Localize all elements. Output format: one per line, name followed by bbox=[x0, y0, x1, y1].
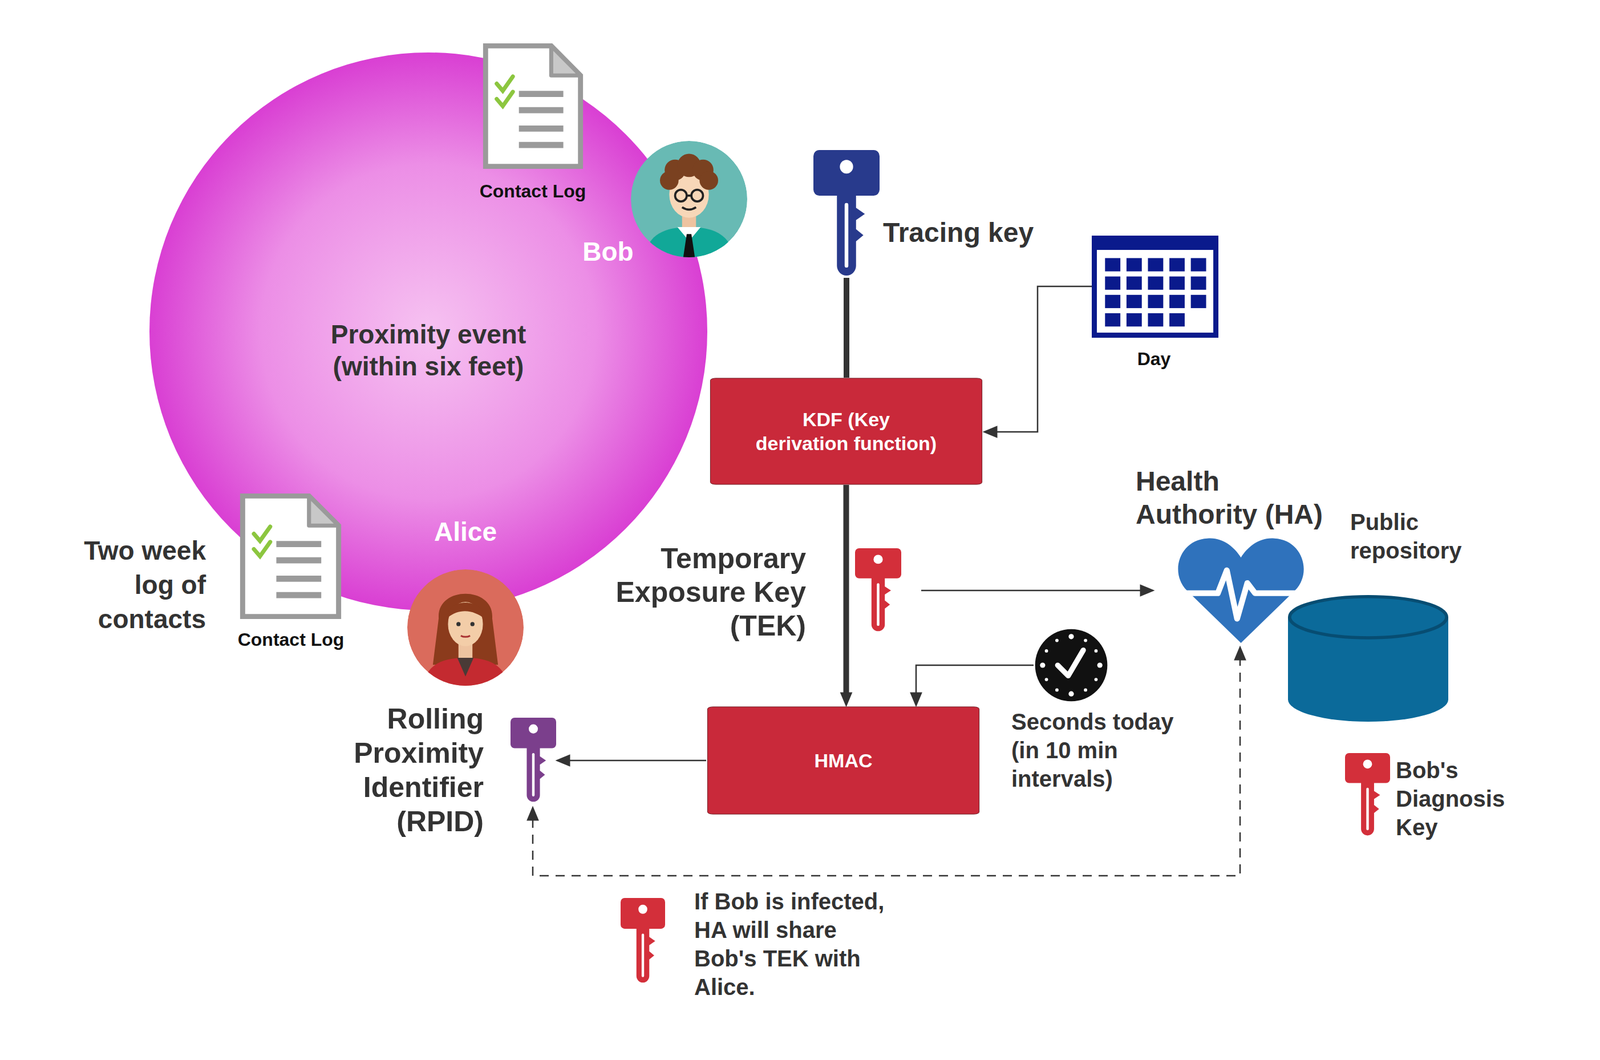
alice-avatar bbox=[407, 569, 524, 686]
note-key: If Bob is infected, HA will share Bob's … bbox=[620, 897, 666, 984]
connector bbox=[843, 277, 850, 378]
connector bbox=[532, 656, 1241, 876]
node-label: Seconds today (in 10 min intervals) bbox=[1011, 707, 1183, 793]
database-cylinder bbox=[1287, 594, 1449, 722]
public-repository: Public repository bbox=[1287, 594, 1449, 722]
key-icon bbox=[620, 897, 666, 984]
node-label: Temporary Exposure Key (TEK) bbox=[577, 541, 806, 643]
document-icon bbox=[482, 42, 584, 170]
key-icon bbox=[510, 717, 557, 804]
connector bbox=[916, 665, 1034, 696]
node-label: Bob's Diagnosis Key bbox=[1395, 755, 1533, 842]
node-label: Bob bbox=[562, 236, 654, 267]
calendar-icon bbox=[1091, 235, 1219, 338]
connector bbox=[843, 484, 850, 696]
document-icon bbox=[239, 492, 342, 620]
diagnosis-key: Bob's Diagnosis Key bbox=[1345, 752, 1391, 837]
node-label: Day bbox=[1108, 347, 1200, 370]
key-icon bbox=[1345, 752, 1391, 837]
day-calendar: Day bbox=[1091, 235, 1219, 338]
node-label: If Bob is infected, HA will share Bob's … bbox=[694, 886, 894, 1002]
node-label: Alice bbox=[419, 516, 512, 548]
key-icon bbox=[813, 150, 880, 278]
process-box bbox=[709, 377, 984, 485]
tek-key: Temporary Exposure Key (TEK) bbox=[855, 548, 902, 633]
person-bob: Bob bbox=[630, 140, 748, 258]
box-label: Proximity event (within six feet) bbox=[285, 318, 571, 383]
node-label: Rolling Proximity Identifier (RPID) bbox=[312, 701, 484, 839]
tracing-key: Tracing key bbox=[813, 150, 880, 278]
kdf-box: KDF (Key derivation function) bbox=[709, 377, 984, 485]
clock: Seconds today (in 10 min intervals) bbox=[1033, 627, 1109, 703]
contact-log: Contact Log bbox=[482, 42, 584, 170]
connector bbox=[566, 759, 707, 762]
key-icon bbox=[855, 548, 902, 633]
rpid-key: Rolling Proximity Identifier (RPID) bbox=[510, 717, 557, 804]
node-label: Health Authority (HA) bbox=[1135, 464, 1330, 532]
person-alice: Alice bbox=[407, 569, 524, 686]
health-authority: Health Authority (HA) bbox=[1176, 534, 1306, 643]
box-label: HMAC bbox=[758, 748, 930, 773]
connector bbox=[993, 286, 1092, 432]
bob-avatar bbox=[630, 140, 748, 258]
proximity-event: Proximity event (within six feet) bbox=[149, 52, 708, 611]
heart-icon bbox=[1176, 534, 1306, 643]
box-label: KDF (Key derivation function) bbox=[754, 407, 938, 456]
node-label: Public repository bbox=[1350, 507, 1499, 565]
hmac-box: HMAC bbox=[706, 706, 981, 815]
node-label: Contact Log bbox=[458, 180, 607, 202]
node-label: Tracing key bbox=[882, 216, 1123, 249]
connector bbox=[921, 589, 1144, 592]
clock-icon bbox=[1033, 627, 1109, 703]
node-label: Contact Log bbox=[216, 628, 366, 651]
contact-log: Contact Log bbox=[239, 492, 342, 620]
free-label: Two week log of contacts bbox=[63, 533, 206, 637]
